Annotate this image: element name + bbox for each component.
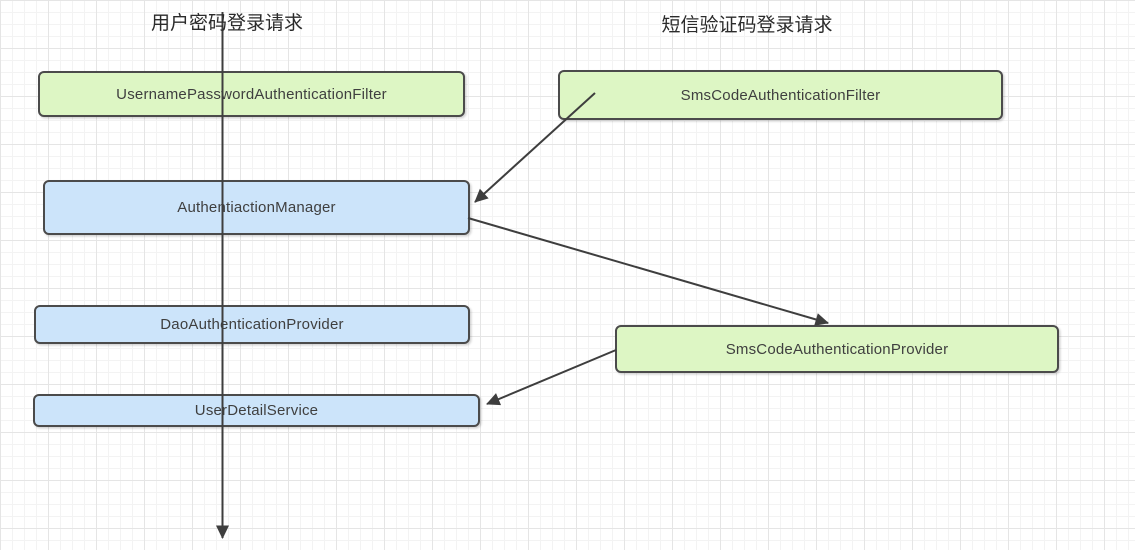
arrow-authmanager-to-smsprovider [467, 217, 829, 326]
arrow-smsprovider-to-userdetailservice [486, 349, 617, 406]
node-sms-code-authentication-filter: SmsCodeAuthenticationFilter [558, 70, 1003, 120]
node-sms-code-authentication-provider: SmsCodeAuthenticationProvider [615, 325, 1059, 373]
node-label: SmsCodeAuthenticationFilter [680, 86, 881, 104]
node-label: UsernamePasswordAuthenticationFilter [116, 85, 387, 103]
title-username-password-login-request: 用户密码登录请求 [150, 13, 303, 34]
node-label: SmsCodeAuthenticationProvider [725, 340, 949, 358]
node-authentication-manager: AuthentiactionManager [43, 180, 470, 235]
node-user-detail-service: UserDetailService [33, 394, 480, 427]
node-username-password-authentication-filter: UsernamePasswordAuthenticationFilter [38, 71, 465, 117]
node-dao-authentication-provider: DaoAuthenticationProvider [34, 305, 470, 344]
node-label: AuthentiactionManager [177, 199, 336, 216]
node-label: DaoAuthenticationProvider [160, 316, 344, 333]
title-sms-code-login-request: 短信验证码登录请求 [661, 15, 833, 36]
node-label: UserDetailService [194, 402, 319, 419]
